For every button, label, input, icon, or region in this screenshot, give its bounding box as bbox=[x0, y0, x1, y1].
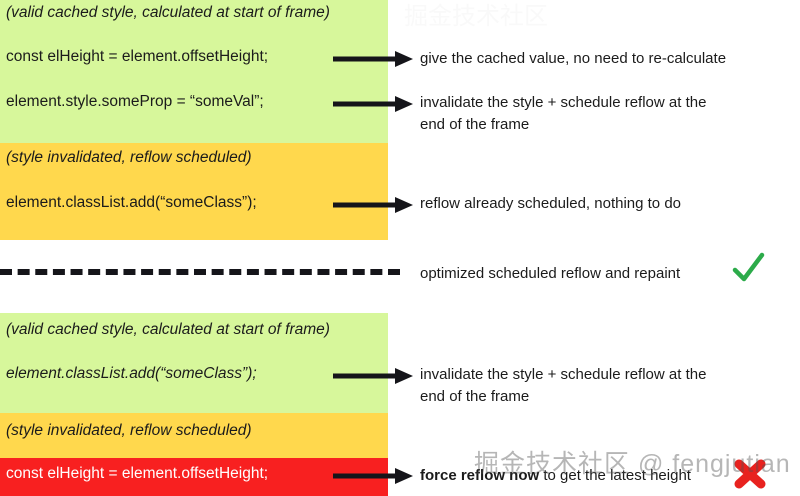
code-line-classlist-add-bottom: element.classList.add(“someClass”); bbox=[6, 365, 257, 382]
block-yellow-top bbox=[0, 143, 388, 240]
code-line-classlist-add-top: element.classList.add(“someClass”); bbox=[6, 194, 257, 211]
note-force-reflow-rest: to get the latest height bbox=[539, 467, 691, 484]
note-force-reflow-emphasis: force reflow now bbox=[420, 467, 540, 484]
check-icon bbox=[731, 252, 765, 286]
note-force-reflow: force reflow now to get the latest heigh… bbox=[420, 465, 790, 487]
block-green-top bbox=[0, 0, 388, 143]
note-invalidate-schedule-bottom: invalidate the style + schedule reflow a… bbox=[420, 366, 707, 405]
code-line-offsetheight-read-top: const elHeight = element.offsetHeight; bbox=[6, 48, 269, 65]
state-label-style-invalidated-bottom: (style invalidated, reflow scheduled) bbox=[6, 422, 252, 439]
verdict-good-label: optimized scheduled reflow and repaint bbox=[420, 265, 681, 282]
watermark-text-faint: 掘金技术社区 bbox=[404, 0, 548, 31]
code-line-offsetheight-read-bottom: const elHeight = element.offsetHeight; bbox=[6, 465, 269, 482]
section-divider bbox=[0, 269, 400, 275]
note-invalidate-schedule-top: invalidate the style + schedule reflow a… bbox=[420, 94, 707, 133]
state-label-valid-cached-bottom: (valid cached style, calculated at start… bbox=[6, 321, 330, 338]
block-yellow-bottom bbox=[0, 413, 388, 458]
note-reflow-already-scheduled: reflow already scheduled, nothing to do bbox=[420, 195, 682, 212]
block-green-bottom bbox=[0, 313, 388, 413]
state-label-style-invalidated-top: (style invalidated, reflow scheduled) bbox=[6, 149, 252, 166]
cross-icon bbox=[732, 456, 768, 492]
state-label-valid-cached-top: (valid cached style, calculated at start… bbox=[6, 4, 330, 21]
note-read-cached-top: give the cached value, no need to re-cal… bbox=[420, 50, 727, 67]
code-line-style-someprop-write: element.style.someProp = “someVal”; bbox=[6, 93, 264, 110]
block-red-bottom bbox=[0, 458, 388, 496]
